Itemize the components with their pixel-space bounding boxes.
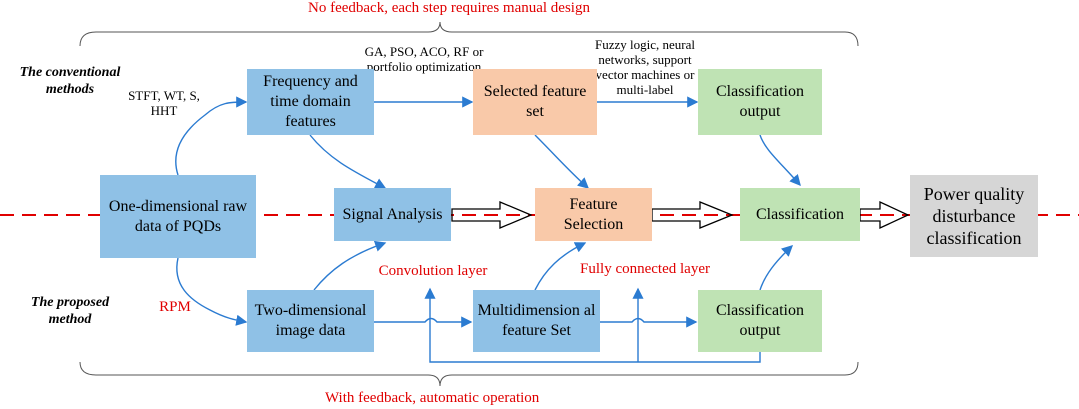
rpm-label: RPM <box>159 299 191 315</box>
proposed-method-label: The proposed method <box>30 295 110 327</box>
raw-data-box: One-dimensional raw data of PQDs <box>100 175 256 258</box>
freq-time-features-box: Frequency and time domain features <box>247 69 374 135</box>
classification-output-top-box: Classification output <box>698 69 822 135</box>
stft-label: STFT, WT, S, HHT <box>128 88 200 118</box>
classification-output-bottom-box: Classification output <box>698 290 822 352</box>
two-dimensional-image-box: Two-dimensional image data <box>247 290 374 352</box>
arrow-selected-to-feature <box>534 134 590 189</box>
multidimensional-feature-set-box: Multidimension al feature Set <box>473 290 600 352</box>
arrow-raw-to-twodim <box>176 257 248 326</box>
top-brace <box>79 21 859 47</box>
feature-selection-box: Feature Selection <box>535 188 652 241</box>
bottom-caption: With feedback, automatic operation <box>325 390 540 406</box>
hollow-arrow-1 <box>451 201 533 229</box>
fully-connected-layer-label: Fully connected layer <box>580 261 710 277</box>
arrow-output-to-classification-bottom <box>759 245 794 291</box>
convolution-layer-label: Convolution layer <box>378 263 488 279</box>
ga-pso-label: GA, PSO, ACO, RF or portfolio optimizati… <box>364 44 484 74</box>
bottom-brace <box>79 361 859 387</box>
top-caption: No feedback, each step requires manual d… <box>308 0 590 16</box>
selected-feature-set-box: Selected feature set <box>473 69 597 135</box>
arrow-multidim-to-feature <box>534 242 587 291</box>
pq-disturbance-box: Power quality disturbance classification <box>910 175 1038 257</box>
arrow-output-to-classification <box>759 134 801 187</box>
arrow-freq-to-signal <box>309 134 387 189</box>
arrow-multidim-to-output <box>600 316 698 328</box>
hollow-arrow-2 <box>651 201 734 229</box>
conventional-methods-label: The conventional methods <box>19 65 121 97</box>
arrow-twodim-to-multidim <box>374 316 473 328</box>
arrow-twodim-to-signal <box>313 240 387 291</box>
signal-analysis-box: Signal Analysis <box>334 188 451 241</box>
fuzzy-logic-label: Fuzzy logic, neural networks, support ve… <box>595 37 695 97</box>
hollow-arrow-3 <box>859 200 910 230</box>
arrow-raw-to-freq <box>175 96 248 176</box>
feedback-loop <box>424 287 761 363</box>
classification-box: Classification <box>740 188 860 241</box>
